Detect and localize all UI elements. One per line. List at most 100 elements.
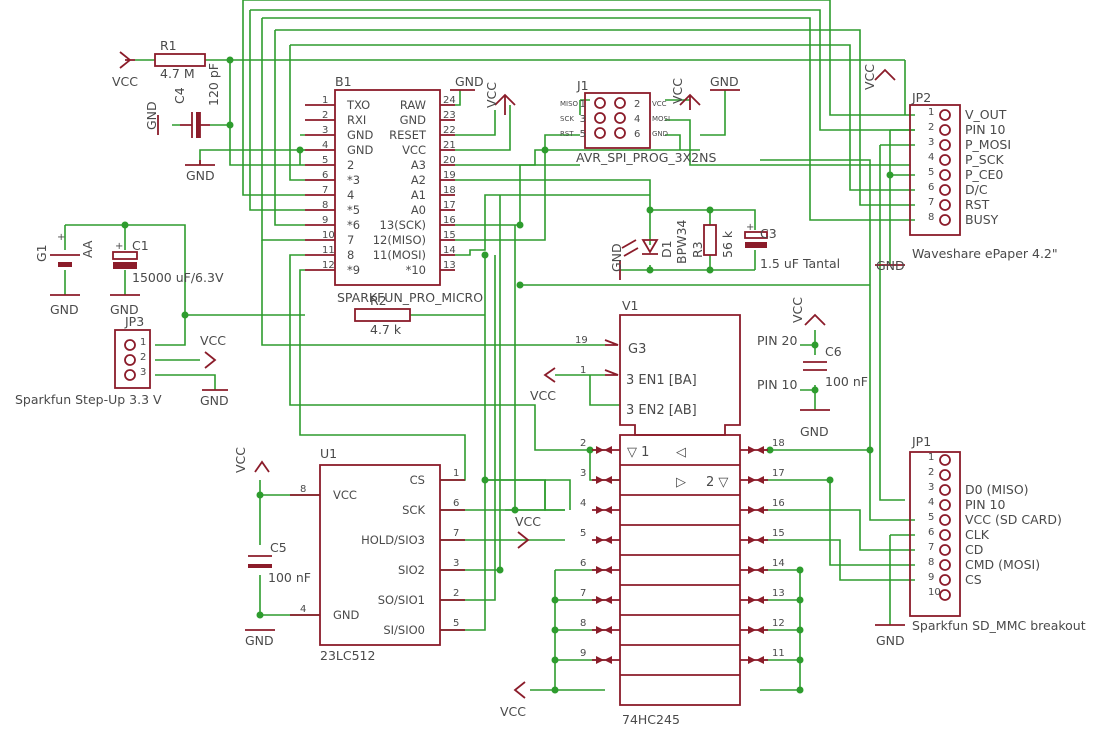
b1-pin-name: RXI: [347, 113, 366, 127]
u1-pin-number: 7: [453, 528, 459, 539]
v1-pin-number: 3: [580, 468, 586, 479]
svg-text:Sparkfun Step-Up 3.3 V: Sparkfun Step-Up 3.3 V: [15, 392, 162, 407]
jp2-pin-number: 4: [928, 152, 934, 163]
r1-resistor: R1 4.7 M: [154, 38, 206, 81]
b1-pin-name: *6: [347, 218, 360, 232]
svg-text:C6: C6: [825, 344, 842, 359]
jp2-pin-label: P_MOSI: [965, 137, 1011, 152]
c4-capacitor: C4 120 pF: [172, 63, 221, 138]
jp3-pin-number: 1: [140, 337, 146, 348]
jp1-pin-label: CMD (MOSI): [965, 557, 1040, 572]
jp1-pad: [939, 484, 951, 496]
b1-pin-name: VCC: [402, 143, 426, 157]
jp1-pin-number: 1: [928, 452, 934, 463]
b1-pin-name: *5: [347, 203, 360, 217]
svg-text:+: +: [57, 232, 65, 243]
v1-pin-bidir: [748, 476, 764, 484]
svg-text:GND: GND: [110, 302, 139, 317]
vcc-symbols: VCC VCC VCC VCC VCC VCC VCC VCC VCC VCC: [112, 51, 896, 719]
jp1-pin-number: 9: [928, 572, 934, 583]
b1-pin-number: 17: [443, 200, 456, 211]
svg-text:4.7 M: 4.7 M: [160, 66, 195, 81]
jp2-pin-number: 5: [928, 167, 934, 178]
b1-pin-name: A1: [411, 188, 426, 202]
svg-text:VCC: VCC: [790, 297, 805, 323]
svg-text:VCC: VCC: [500, 704, 526, 719]
b1-pin-name: 7: [347, 233, 354, 247]
jp2-pin-label: P_CE0: [965, 167, 1003, 182]
jp2-pin-label: D/C: [965, 182, 988, 197]
jp2-pin-number: 7: [928, 197, 934, 208]
svg-text:C1: C1: [132, 238, 149, 253]
v1-pin-number: 15: [772, 528, 785, 539]
jp1-pin-number: 6: [928, 527, 934, 538]
v1-pin-bidir: [596, 626, 612, 634]
svg-text:120 pF: 120 pF: [206, 63, 221, 106]
jp2-pin-label: PIN 10: [965, 122, 1006, 137]
jp2-pin-label: P_SCK: [965, 152, 1004, 167]
v1-pin-number: 8: [580, 618, 586, 629]
v1-pin-bidir: [596, 506, 612, 514]
jp1-pin-label: VCC (SD CARD): [965, 512, 1062, 527]
svg-text:VCC: VCC: [515, 514, 541, 529]
jp2-pin-number: 2: [928, 122, 934, 133]
j1-pin-label: SCK: [560, 115, 574, 123]
svg-text:AVR_SPI_PROG_3X2NS: AVR_SPI_PROG_3X2NS: [576, 150, 716, 165]
svg-text:2 ▽: 2 ▽: [706, 475, 728, 490]
svg-text:U1: U1: [320, 446, 337, 461]
b1-pin-number: 2: [322, 110, 328, 121]
svg-text:VCC: VCC: [530, 388, 556, 403]
v1-pin-number: 5: [580, 528, 586, 539]
svg-text:G3: G3: [628, 342, 646, 357]
u1-pin-name: GND: [333, 608, 360, 622]
c5-capacitor: C5 100 nF: [248, 540, 311, 585]
b1-pin-number: 20: [443, 155, 456, 166]
b1-pin-name: A2: [411, 173, 426, 187]
svg-text:100 nF: 100 nF: [825, 374, 868, 389]
u1-pin-name: SCK: [402, 503, 425, 517]
svg-text:▽ 1: ▽ 1: [627, 445, 649, 460]
jp1-pin-label: PIN 10: [965, 497, 1006, 512]
v1-pin-number: 16: [772, 498, 785, 509]
v1-pin-number: 2: [580, 438, 586, 449]
svg-text:56 k: 56 k: [720, 230, 735, 258]
svg-text:VCC: VCC: [233, 447, 248, 473]
jp2-pin-label: BUSY: [965, 212, 999, 227]
b1-pin-name: GND: [347, 143, 374, 157]
v1-pin-number: 11: [772, 648, 785, 659]
b1-pin-number: 11: [322, 245, 335, 256]
jp2-pad: [939, 109, 951, 121]
svg-text:1.5 uF Tantal: 1.5 uF Tantal: [760, 256, 840, 271]
b1-pin-name: RAW: [400, 98, 426, 112]
b1-pin-name: *3: [347, 173, 360, 187]
v1-pin-bidir: [596, 536, 612, 544]
svg-text:JP3: JP3: [124, 314, 144, 329]
jp1-pin-label: CS: [965, 572, 982, 587]
b1-pin-name: A3: [411, 158, 426, 172]
svg-text:J1: J1: [576, 78, 589, 93]
b1-pin-number: 3: [322, 125, 328, 136]
jp1-pin-number: 7: [928, 542, 934, 553]
b1-pin-number: 24: [443, 95, 456, 106]
u1-pin-number: 4: [300, 604, 306, 615]
b1-pin-name: 11(MOSI): [373, 248, 426, 262]
jp3-pad: [124, 339, 136, 351]
svg-text:3 EN1 [BA]: 3 EN1 [BA]: [626, 373, 697, 388]
svg-text:BPW34: BPW34: [674, 220, 689, 264]
jp1-pin-number: 5: [928, 512, 934, 523]
jp2-pad: [939, 169, 951, 181]
jp1-pin-label: CD: [965, 542, 983, 557]
j1-pin-label: MOSI: [652, 115, 670, 123]
u1-pin-name: SI/SIO0: [383, 623, 425, 637]
jp1-pad: [939, 529, 951, 541]
v1-pin-number: 6: [580, 558, 586, 569]
jp2-pin-label: RST: [965, 197, 990, 212]
svg-text:◁: ◁: [676, 445, 686, 460]
u1-pin-number: 3: [453, 558, 459, 569]
jp2-pad: [939, 154, 951, 166]
svg-text:AA: AA: [80, 240, 95, 258]
u1-pin-number: 5: [453, 618, 459, 629]
v1-pin-number: 4: [580, 498, 586, 509]
